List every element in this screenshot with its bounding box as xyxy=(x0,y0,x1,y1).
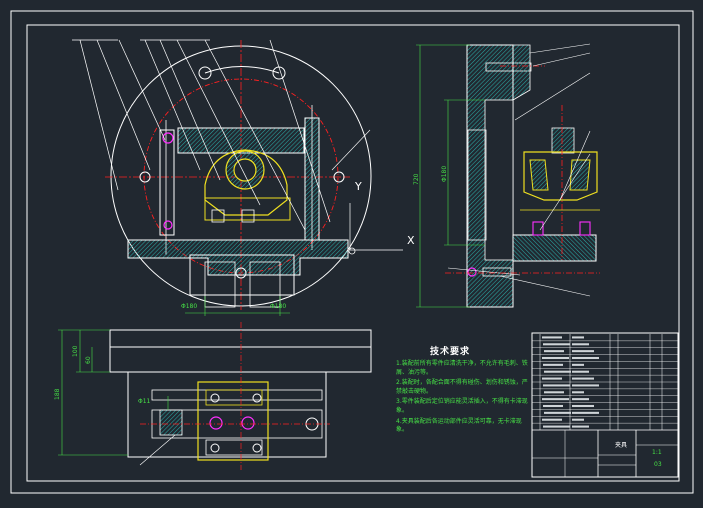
top-clamp-beam xyxy=(177,127,305,154)
parts-list-entry xyxy=(572,343,589,346)
parts-list-entry xyxy=(543,425,570,428)
tech-requirement-item: 4.夹具装配后各运动部件应灵活可靠，无卡滞现象。 xyxy=(396,417,522,434)
parts-list-entry xyxy=(572,350,594,353)
dim-side-height: 720 xyxy=(413,173,420,185)
dim-front-b: Φ180 xyxy=(270,303,287,310)
side-view xyxy=(416,43,600,308)
left-column xyxy=(159,129,175,236)
dim-top-a: 100 xyxy=(72,345,79,357)
dim-front-a: Φ180 xyxy=(181,303,198,310)
top-nut-left xyxy=(198,66,212,80)
parts-list-entry xyxy=(544,391,564,394)
axis-label-x: X xyxy=(407,234,415,247)
top-view xyxy=(58,322,372,470)
parts-list-entry xyxy=(544,350,564,353)
title-block-scale: 1:1 xyxy=(652,449,662,456)
parts-list-entry xyxy=(544,411,571,414)
base-block xyxy=(127,239,349,276)
parts-list-entry xyxy=(572,377,594,380)
parts-list-entry xyxy=(544,370,571,373)
front-view xyxy=(72,39,403,316)
parts-list-entry xyxy=(543,343,570,346)
dim-top-height: 188 xyxy=(54,388,61,400)
parts-list-entry xyxy=(542,398,569,401)
parts-list-entry xyxy=(543,404,563,408)
tech-requirement-item: 2.装配时，各配合面不得有碰伤、划伤和锈蚀，严禁敲击硬物。 xyxy=(396,379,528,395)
tech-requirement-item: 1.装配前所有零件应清洗干净，不允许有毛刺、铁屑、油污等。 xyxy=(396,360,528,376)
parts-list-entry xyxy=(572,425,589,428)
parts-list-entry xyxy=(572,398,589,401)
parts-list-entry xyxy=(542,336,562,339)
parts-list-entry xyxy=(542,418,562,421)
parts-list xyxy=(532,334,678,430)
dim-side-inner: Φ180 xyxy=(441,165,448,182)
workpiece-lug xyxy=(204,149,288,216)
parts-list-entry xyxy=(572,391,584,394)
tech-requirement-item: 3.零件装配后定位销应能灵活插入，不得有卡滞现象。 xyxy=(396,398,528,414)
parts-list-entry xyxy=(572,356,599,360)
parts-list-entry xyxy=(572,336,584,339)
parts-list-entry xyxy=(572,411,599,414)
axis-label-y: Y xyxy=(355,180,362,193)
tech-requirements-list: 1.装配前所有零件应清洗干净，不允许有毛刺、铁屑、油污等。 2.装配时，各配合面… xyxy=(396,360,530,437)
parts-list-entry xyxy=(572,384,599,387)
parts-list-entry xyxy=(543,384,570,387)
parts-list-entry xyxy=(543,363,563,366)
title-block xyxy=(531,332,679,478)
dim-top-b: 60 xyxy=(85,356,92,364)
title-block-name: 夹具 xyxy=(615,442,628,449)
parts-list-entry xyxy=(572,418,584,421)
title-block-mark: 03 xyxy=(654,461,662,468)
inner-frame xyxy=(26,24,680,482)
parts-list-entry xyxy=(572,404,594,408)
dim-small: Φ11 xyxy=(138,398,151,405)
tech-requirements-title: 技术要求 xyxy=(430,347,471,357)
parts-list-entry xyxy=(572,363,584,366)
parts-list-entry xyxy=(572,370,589,373)
parts-list-entry xyxy=(542,356,569,360)
outer-frame xyxy=(10,10,694,494)
parts-list-entry xyxy=(542,377,562,380)
top-plate xyxy=(109,329,372,348)
